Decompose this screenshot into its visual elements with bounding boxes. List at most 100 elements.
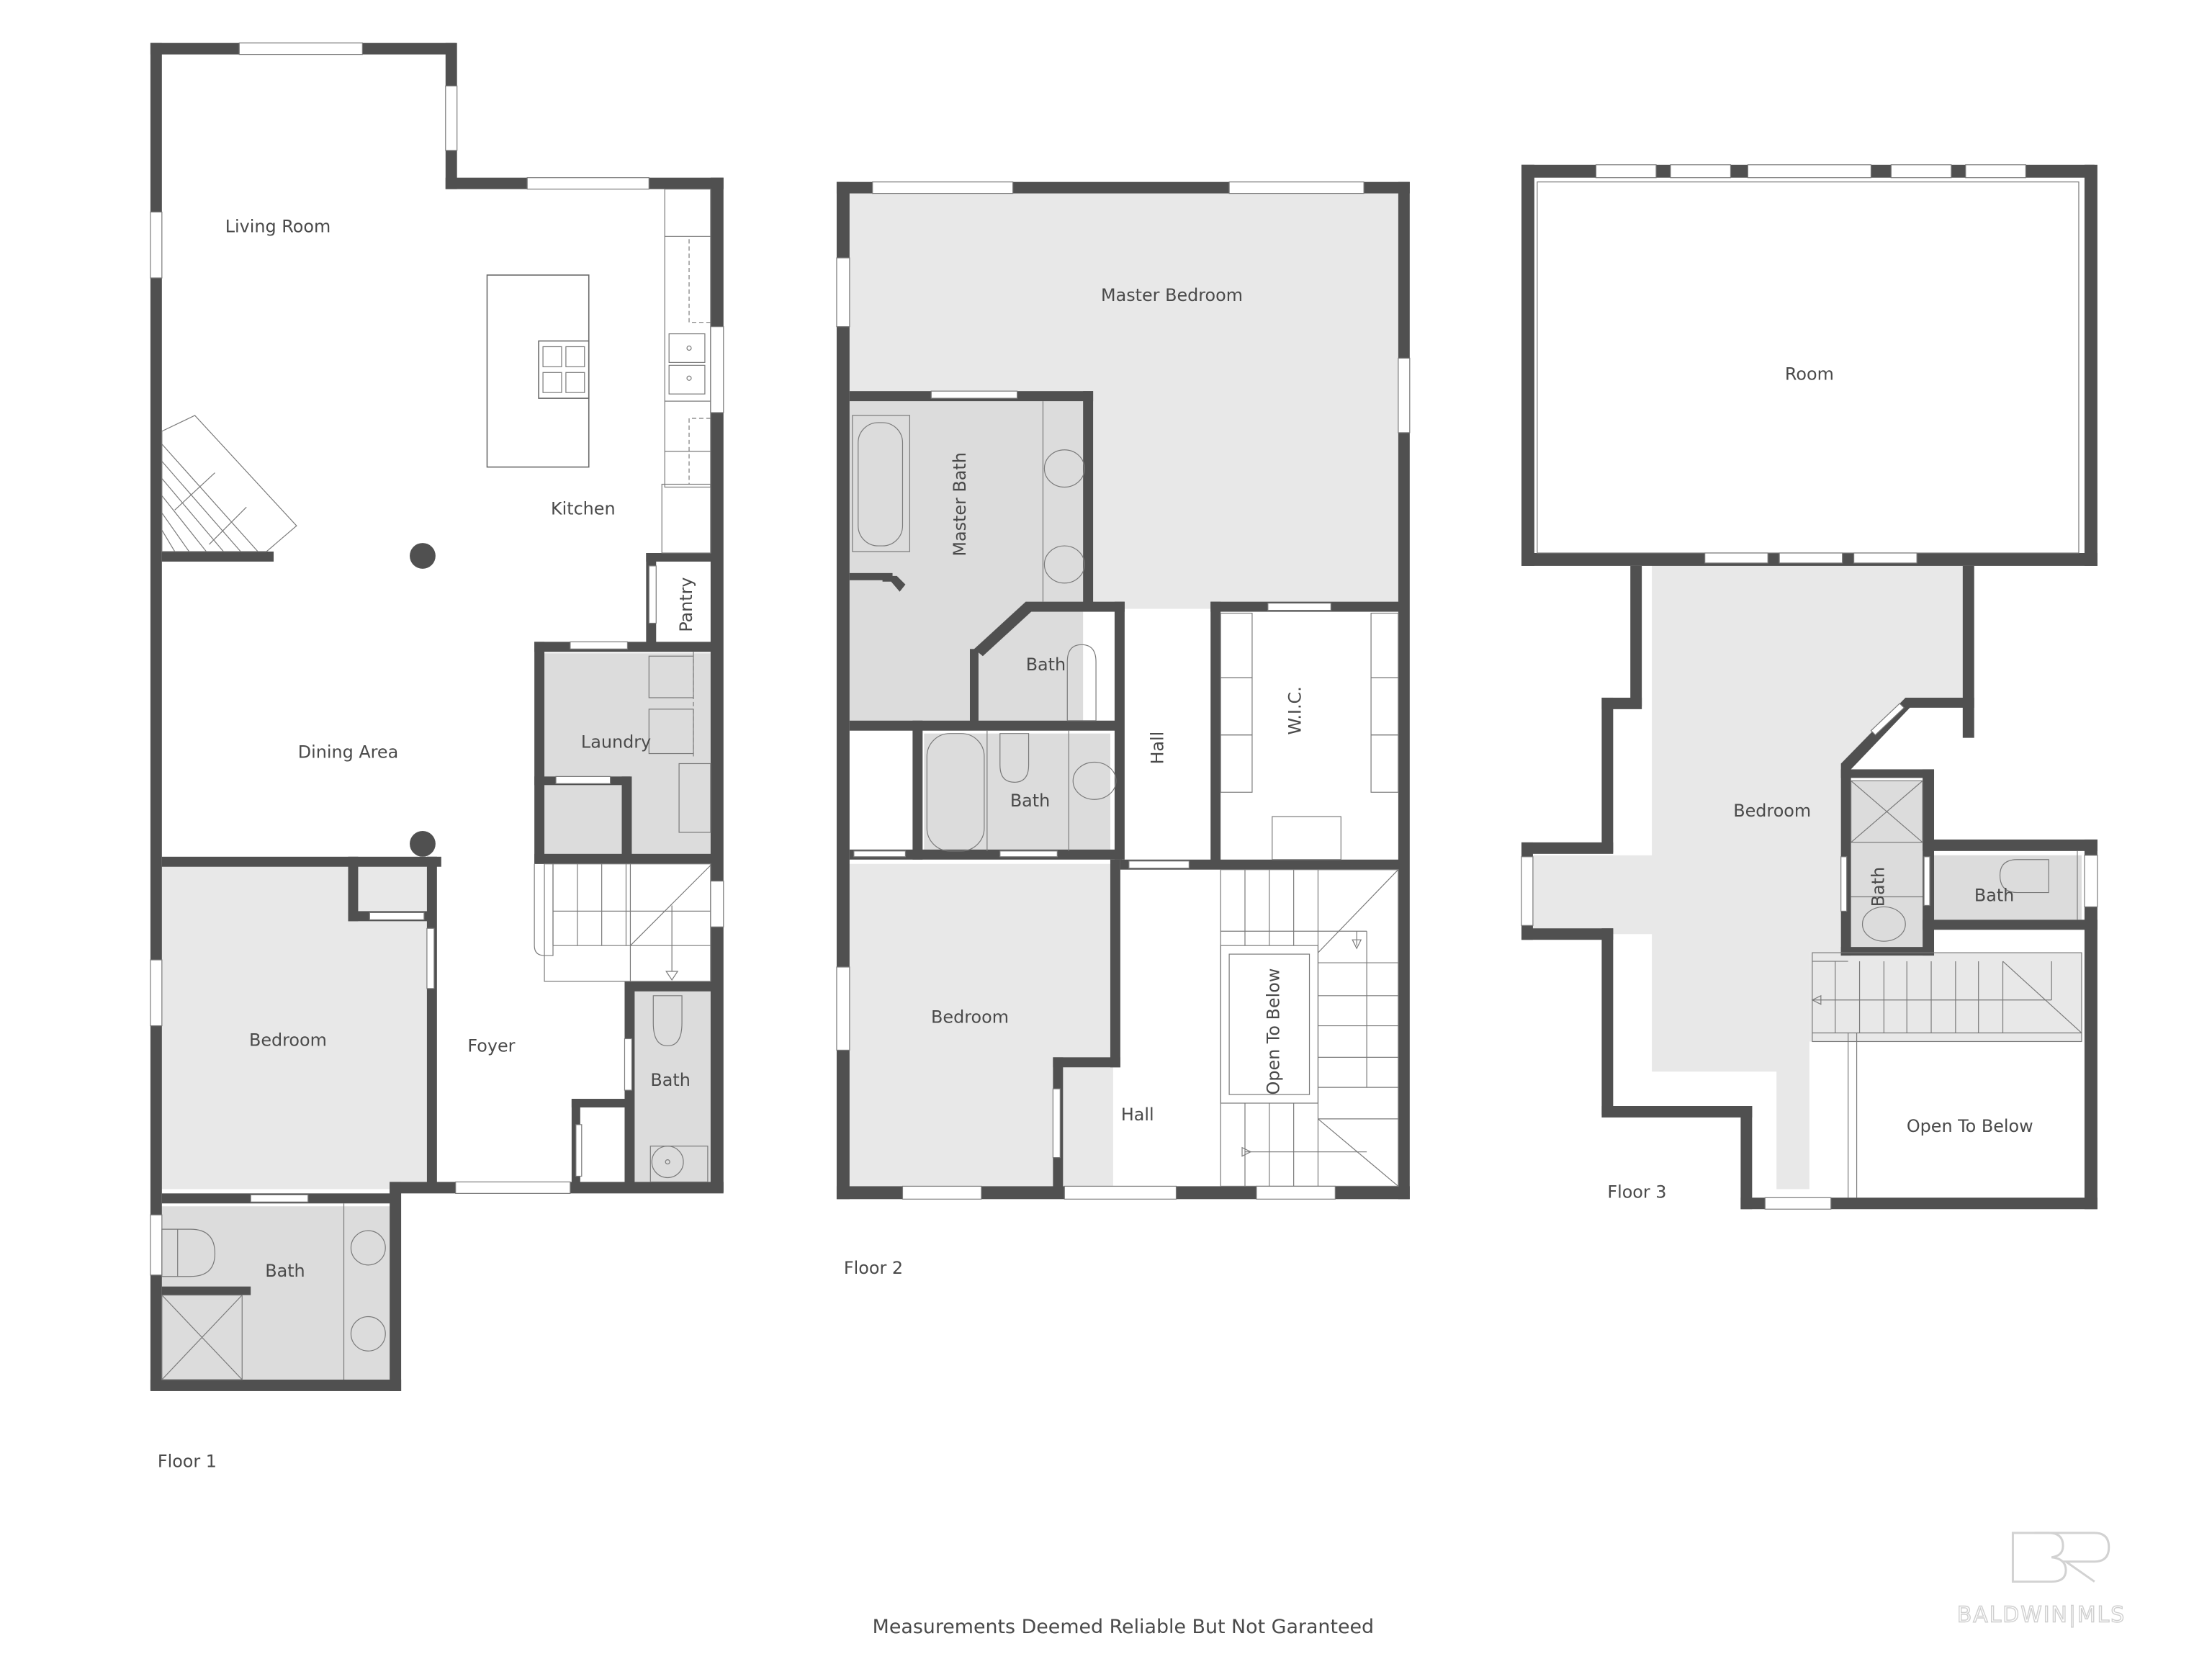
sink-icon	[649, 1146, 709, 1183]
wall	[426, 856, 437, 1190]
sink-icon	[350, 1230, 386, 1266]
wall	[1398, 181, 1410, 1200]
floor-2-plan: Master Bedroom Master Bath Bath Bath Hal…	[836, 181, 1411, 1278]
column	[410, 830, 436, 857]
wall	[1521, 164, 1534, 566]
wall	[390, 1182, 402, 1391]
window	[1398, 357, 1411, 433]
wall	[1630, 565, 1642, 706]
room-label-bath-vertical: Bath	[1868, 867, 1888, 907]
door-opening	[426, 927, 435, 989]
wall	[1110, 859, 1120, 1068]
wall	[849, 720, 1122, 731]
floor3-bath-fill	[1934, 855, 2082, 920]
floor1-stairs	[534, 863, 711, 982]
door-opening	[999, 850, 1058, 858]
wall	[150, 42, 162, 1390]
window	[836, 966, 850, 1051]
bathtub-icon	[926, 733, 985, 852]
floor3-bath-vertical-fill	[1848, 781, 1923, 950]
floor-label-1: Floor 1	[158, 1451, 217, 1471]
window	[872, 181, 1014, 194]
wall	[1923, 920, 2098, 930]
wall	[974, 601, 1035, 657]
room-label-bath: Bath	[1974, 885, 2014, 905]
sink-icon	[350, 1316, 386, 1352]
open-to-below-frame	[1220, 945, 1319, 1104]
wall	[621, 776, 632, 860]
toilet-icon	[652, 995, 683, 1047]
wall	[161, 552, 274, 562]
sink-icon	[1861, 906, 1906, 942]
front-door	[455, 1181, 571, 1194]
wall	[161, 1286, 251, 1295]
door-opening	[1870, 703, 1905, 736]
shower-icon	[161, 1295, 243, 1380]
toilet-icon	[999, 733, 1030, 783]
logo-text: BALDWIN|MLS	[1957, 1602, 2126, 1627]
shelf	[1370, 612, 1399, 678]
shower-icon	[1851, 780, 1923, 843]
room-label-master-bedroom: Master Bedroom	[1101, 285, 1243, 305]
wall	[2084, 839, 2098, 1210]
wall	[912, 720, 923, 860]
wall	[1601, 928, 1614, 1115]
window	[902, 1185, 982, 1200]
wall	[1053, 1057, 1120, 1068]
wall	[969, 649, 979, 727]
door-opening	[1779, 552, 1843, 564]
fireplace-icon	[161, 415, 297, 552]
wall	[1923, 839, 2098, 851]
baldwin-mls-logo: BALDWIN|MLS	[1956, 1532, 2126, 1628]
window	[1890, 164, 1952, 179]
kitchen-island	[486, 274, 590, 468]
room-label-open-to-below: Open To Below	[1907, 1116, 2033, 1136]
wall	[1210, 601, 1221, 867]
room-label-bedroom: Bedroom	[1733, 801, 1811, 821]
wall	[1083, 391, 1094, 611]
window	[836, 257, 850, 328]
window	[1521, 856, 1534, 926]
toilet-icon	[161, 1228, 216, 1277]
wall	[1601, 697, 1614, 853]
room-label-bedroom: Bedroom	[249, 1030, 327, 1050]
kitchen-counter	[664, 189, 711, 488]
toilet-icon	[1999, 859, 2049, 894]
room-label-hall-upper: Hall	[1148, 732, 1168, 765]
door-opening	[1052, 1088, 1061, 1159]
wall	[1521, 842, 1614, 854]
window	[710, 326, 724, 413]
room-label-room: Room	[1785, 364, 1834, 384]
window	[526, 177, 649, 190]
room-label-living-room: Living Room	[225, 216, 331, 236]
door-opening	[570, 641, 629, 649]
window	[710, 881, 724, 927]
window	[150, 959, 163, 1027]
floor2-stairs	[1220, 869, 1399, 1187]
door-opening	[1923, 856, 1930, 907]
sink-icon	[1072, 761, 1117, 800]
wall	[2084, 164, 2098, 566]
column	[410, 543, 436, 569]
room-label-kitchen: Kitchen	[551, 498, 616, 518]
door-opening	[930, 390, 1018, 399]
room-label-dining-area: Dining Area	[298, 742, 399, 763]
floor-label-3: Floor 3	[1607, 1182, 1666, 1202]
window	[238, 42, 363, 55]
window	[150, 1214, 163, 1276]
door-opening	[369, 912, 425, 920]
sink-icon	[668, 364, 706, 395]
window	[1064, 1185, 1177, 1200]
wall	[1840, 947, 1935, 956]
master-bath-fill	[849, 401, 1084, 721]
room-label-wic: W.I.C.	[1285, 686, 1305, 734]
room-label-bedroom: Bedroom	[931, 1007, 1009, 1028]
wall	[1601, 1106, 1753, 1118]
window	[1670, 164, 1732, 179]
window	[1764, 1197, 1832, 1210]
wall	[571, 1099, 629, 1107]
wall	[1740, 1106, 1753, 1210]
room-label-master-wc: Bath	[1026, 655, 1066, 675]
wall	[348, 856, 359, 922]
room-label-hall-lower: Hall	[1121, 1105, 1154, 1125]
